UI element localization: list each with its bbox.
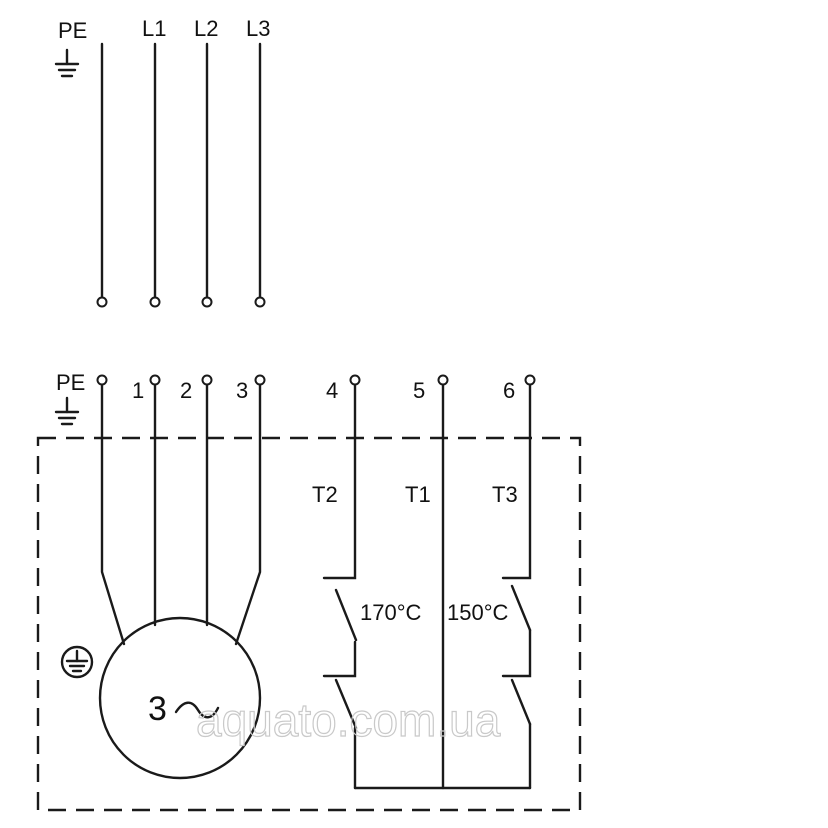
protective-earth-icon <box>60 645 94 679</box>
terminal-label-4: 4 <box>326 378 338 403</box>
supply-ground-icon <box>54 48 80 78</box>
motor-phase-wires <box>100 382 262 646</box>
motor-terminals <box>96 374 536 386</box>
thermal-circuit-wires <box>322 382 532 790</box>
motor-enclosure <box>36 436 582 812</box>
supply-label-l3: L3 <box>246 16 270 41</box>
motor-phase-label: 3 <box>148 690 167 728</box>
terminal-label-6: 6 <box>503 378 515 403</box>
supply-terminals <box>96 296 266 308</box>
temp-label-low: 150°C <box>447 600 509 625</box>
sensor-label-t3: T3 <box>492 482 518 507</box>
sensor-label-t2: T2 <box>312 482 338 507</box>
terminal-label-pe: PE <box>56 370 85 395</box>
ac-tilde-icon <box>174 701 220 719</box>
terminal-label-2: 2 <box>180 378 192 403</box>
terminal-ground-icon <box>54 396 80 426</box>
terminal-label-1: 1 <box>132 378 144 403</box>
sensor-label-t1: T1 <box>405 482 431 507</box>
watermark: aquato.com.ua <box>196 694 501 746</box>
temp-label-high: 170°C <box>360 600 422 625</box>
supply-wires <box>100 42 262 300</box>
supply-label-l1: L1 <box>142 16 166 41</box>
terminal-label-3: 3 <box>236 378 248 403</box>
terminal-label-5: 5 <box>413 378 425 403</box>
motor-circle <box>98 616 262 780</box>
supply-label-l2: L2 <box>194 16 218 41</box>
supply-label-pe: PE <box>58 18 87 43</box>
